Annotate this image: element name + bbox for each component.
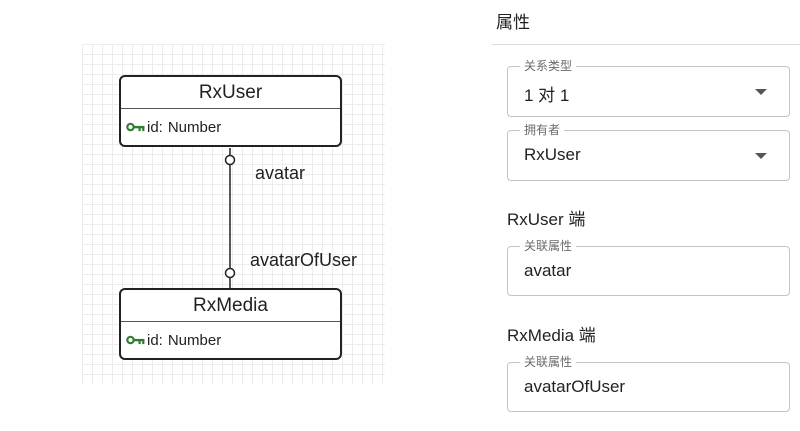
owner-label: 拥有者: [520, 123, 565, 137]
panel-divider: [492, 44, 800, 45]
relation-end-circle-top: [224, 154, 236, 166]
owner-select[interactable]: 拥有者 RxUser: [507, 123, 790, 181]
owner-value: RxUser: [524, 145, 581, 164]
chevron-down-icon[interactable]: [755, 153, 767, 159]
attribute-type: Number: [167, 331, 222, 349]
entity-title: RxUser: [121, 77, 340, 109]
relation-connector[interactable]: [82, 44, 385, 384]
key-icon: [126, 122, 145, 132]
properties-panel: 属性 关系类型 1 对 1 拥有者 RxUser RxUser 端 关联属性 a…: [492, 0, 800, 431]
relation-source-label[interactable]: avatar: [255, 163, 306, 183]
source-association-field[interactable]: 关联属性 avatar: [507, 239, 790, 296]
relation-target-label[interactable]: avatarOfUser: [250, 250, 358, 270]
attribute-type: Number: [167, 118, 222, 136]
relation-type-label: 关系类型: [520, 59, 577, 73]
target-association-value: avatarOfUser: [524, 377, 626, 396]
entity-attribute-row[interactable]: id: Number: [121, 109, 340, 145]
target-end-heading: RxMedia 端: [507, 326, 596, 345]
attribute-name: id:: [147, 118, 163, 136]
entity-rxuser[interactable]: RxUser id: Number: [119, 75, 342, 147]
source-association-label: 关联属性: [520, 239, 577, 253]
target-association-field[interactable]: 关联属性 avatarOfUser: [507, 355, 790, 412]
target-association-label: 关联属性: [520, 355, 577, 369]
chevron-down-icon[interactable]: [755, 89, 767, 95]
attribute-name: id:: [147, 331, 163, 349]
relation-type-select[interactable]: 关系类型 1 对 1: [507, 59, 790, 117]
entity-title: RxMedia: [121, 290, 340, 322]
source-association-value: avatar: [524, 261, 572, 280]
relation-end-circle-bottom: [224, 267, 236, 279]
entity-rxmedia[interactable]: RxMedia id: Number: [119, 288, 342, 360]
panel-title: 属性: [496, 13, 530, 32]
diagram-canvas[interactable]: RxUser id: Number RxMedia id: Number av: [82, 44, 385, 384]
source-end-heading: RxUser 端: [507, 210, 586, 229]
entity-attribute-row[interactable]: id: Number: [121, 322, 340, 358]
key-icon: [126, 335, 145, 345]
relation-type-value: 1 对 1: [524, 86, 570, 105]
